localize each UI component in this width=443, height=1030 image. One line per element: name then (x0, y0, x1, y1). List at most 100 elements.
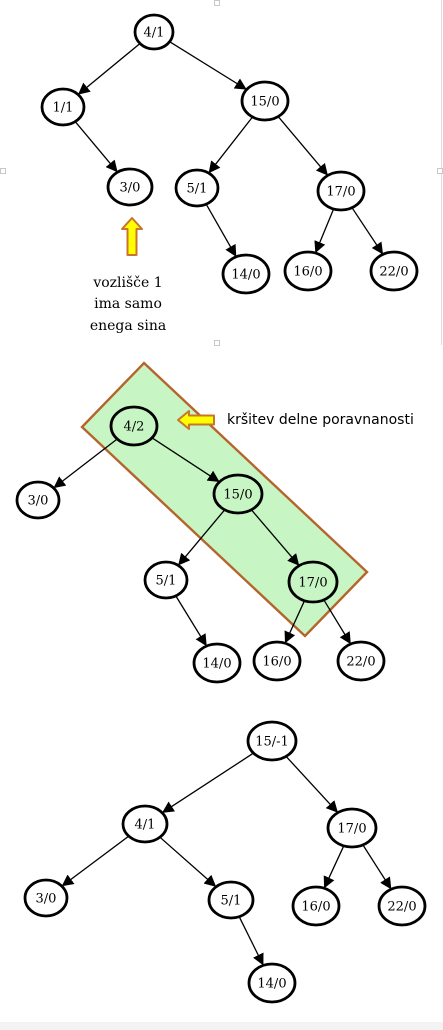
node-circle (133, 13, 175, 51)
tree-node: 16/0 (291, 885, 341, 927)
callout-text: kršitev delne poravnanosti (227, 412, 414, 428)
node-circle (316, 170, 366, 212)
node-circle (192, 642, 242, 684)
node-circle (246, 720, 298, 762)
node-label: 15/0 (223, 488, 252, 503)
frame-handle (214, 340, 220, 346)
annotation-line-3: enega sina (90, 318, 166, 334)
edge-arrow (162, 752, 254, 813)
tree-node: 17/0 (316, 170, 366, 212)
node-circle (212, 473, 264, 515)
tree-node: 22/0 (369, 250, 419, 292)
node-label: 3/0 (28, 494, 49, 509)
edge-arrow (175, 595, 207, 647)
tree-node: 15/0 (240, 80, 290, 122)
node-circle (121, 804, 169, 844)
tree-node: 5/1 (143, 560, 189, 600)
node-label: 5/1 (156, 574, 177, 589)
node-label: 4/1 (144, 26, 165, 41)
node-circle (369, 250, 419, 292)
tree-node: 16/0 (252, 640, 302, 682)
node-label: 4/1 (135, 818, 156, 833)
node-circle (221, 253, 271, 295)
node-circle (247, 962, 297, 1004)
node-label: 17/0 (326, 185, 355, 200)
node-label: 16/0 (262, 655, 291, 670)
edge-arrow (284, 600, 306, 644)
edge-arrow (178, 509, 226, 566)
node-label: 14/0 (202, 657, 231, 672)
tree-node: 14/0 (192, 642, 242, 684)
node-label: 22/0 (379, 265, 408, 280)
node-label: 16/0 (293, 265, 322, 280)
node-circle (23, 878, 69, 918)
tree-node: 1/1 (40, 87, 86, 127)
edge-arrow (151, 437, 220, 483)
tree-node: 3/0 (15, 480, 61, 520)
edge-arrow (285, 755, 338, 813)
tree-node: 14/0 (221, 253, 271, 295)
node-label: 22/0 (346, 655, 375, 670)
edges-layer (53, 41, 392, 966)
tree-node: 3/0 (23, 878, 69, 918)
node-label: 3/0 (120, 181, 141, 196)
tree-node: 16/0 (283, 250, 333, 292)
node-label: 14/0 (231, 268, 260, 283)
edge-arrow (208, 116, 254, 174)
node-label: 22/0 (387, 900, 416, 915)
node-circle (283, 250, 333, 292)
edge-arrow (159, 836, 217, 887)
nodes-layer: 4/1 1/1 15/0 3/0 5/1 17/0 14/0 16/0 22/0 4/2 3/0 15… (15, 13, 427, 1004)
tree-node: 17/0 (287, 560, 339, 604)
tree-node: 15/-1 (246, 720, 298, 762)
node-circle (287, 560, 339, 604)
node-circle (336, 640, 386, 682)
edge-arrow (61, 835, 130, 887)
node-circle (143, 560, 189, 600)
node-label: 16/0 (301, 900, 330, 915)
edge-arrow (277, 116, 328, 176)
node-circle (15, 480, 61, 520)
annotation-line-1: vozlišče 1 (92, 274, 162, 291)
node-circle (109, 405, 159, 447)
tree-node: 5/1 (207, 880, 255, 920)
edge-arrow (362, 844, 392, 890)
up-arrow-icon (121, 217, 143, 256)
tree-node: 3/0 (106, 167, 154, 207)
node-circle (252, 640, 302, 682)
edge-arrow (238, 916, 264, 966)
tree-node: 4/2 (109, 405, 159, 447)
edge-arrow (250, 509, 300, 566)
bottom-strip (0, 1022, 443, 1030)
tree-node: 17/0 (326, 807, 378, 849)
edge-arrow (53, 438, 118, 489)
edge-arrow (314, 208, 335, 254)
edge-arrow (323, 845, 345, 889)
frame-handle (0, 168, 6, 174)
node-label: 17/0 (337, 822, 366, 837)
node-circle (207, 880, 255, 920)
node-label: 3/0 (36, 892, 57, 907)
node-circle (377, 885, 427, 927)
tree-node: 4/1 (133, 13, 175, 51)
edge-arrow (74, 121, 118, 173)
tree-node: 22/0 (336, 640, 386, 682)
node-label: 14/0 (257, 977, 286, 992)
edge-arrow (169, 41, 247, 90)
edge-arrow (205, 203, 237, 257)
tree-node: 22/0 (377, 885, 427, 927)
node-label: 5/1 (187, 182, 208, 197)
node-circle (40, 87, 86, 127)
tree-node: 14/0 (247, 962, 297, 1004)
node-circle (291, 885, 341, 927)
node-label: 5/1 (221, 894, 242, 909)
edge-arrow (323, 599, 351, 645)
tree-node: 5/1 (174, 168, 220, 208)
node-circle (240, 80, 290, 122)
node-label: 1/1 (53, 101, 74, 116)
tree-node: 15/0 (212, 473, 264, 515)
node-label: 4/2 (124, 420, 145, 435)
annotation-line-2: ima samo (94, 296, 162, 312)
node-label: 15/-1 (255, 735, 289, 750)
